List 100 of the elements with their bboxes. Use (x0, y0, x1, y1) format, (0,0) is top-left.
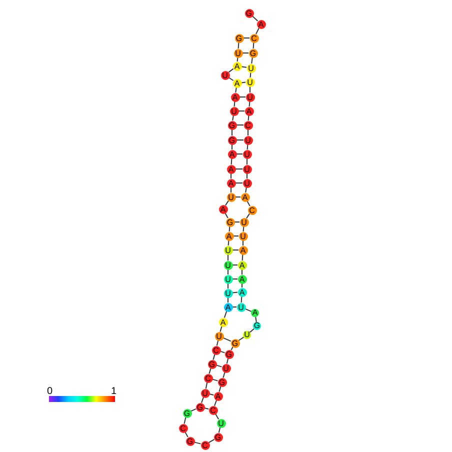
nucleotide-circle: U (242, 150, 252, 158)
nucleotide-circle: A (232, 78, 242, 88)
nucleotide-circle: G (244, 8, 254, 18)
nucleotide-circle: A (238, 288, 246, 296)
scale-tick-label: 1 (111, 387, 117, 397)
base-pair-line (235, 168, 243, 170)
nucleotide-circle: A (244, 106, 254, 116)
nucleotide-circle: U (236, 302, 246, 312)
backbone-line (245, 187, 247, 193)
base-pair-line (239, 96, 246, 98)
nucleotide-circle: A (226, 178, 236, 188)
nucleotide-circle: A (224, 232, 234, 240)
nucleotide-circle: A (238, 246, 248, 254)
nucleotide-circle: U (240, 218, 248, 226)
nucleotide-circle: G (228, 120, 236, 130)
nucleotide-circle: U (224, 274, 232, 284)
backbone-line (234, 101, 236, 107)
nucleotide-circle: U (246, 64, 256, 72)
nucleotide-circle: C (248, 206, 256, 214)
nucleotide-circle: G (253, 322, 261, 330)
nucleotide-circle: U (216, 418, 226, 428)
nucleotide-circle: U (220, 70, 230, 80)
nucleotide-circle: C (204, 374, 212, 382)
backbone-line (232, 115, 234, 121)
backbone-line (235, 87, 237, 93)
nucleotide-circle: U (244, 136, 252, 144)
nucleotide-circle: U (246, 78, 254, 86)
nucleotide-circle: U (246, 92, 254, 102)
nucleotide-circle: G (218, 378, 226, 386)
nucleotide-circle: A (256, 20, 266, 28)
backbone-line (205, 382, 208, 390)
backbone-line (246, 144, 248, 150)
nucleotide-circle: C (212, 346, 220, 354)
nucleotide-circle: G (226, 218, 234, 226)
backbone-line (230, 173, 232, 179)
backbone-line (225, 200, 229, 206)
nucleotide-circle: C (208, 406, 218, 414)
nucleotide-circle: G (208, 360, 216, 368)
backbone-line (228, 240, 230, 246)
nucleotide-circle: U (230, 106, 238, 116)
base-pair-line (235, 182, 243, 184)
backbone-line (248, 101, 250, 107)
nucleotide-circle: A (226, 164, 236, 174)
base-pair-line (232, 292, 238, 294)
backbone-line (248, 115, 250, 121)
base-pair-line (242, 52, 249, 54)
nucleotide-circle: C (178, 424, 188, 432)
nucleotide-circle: A (251, 309, 259, 317)
base-pair-line (232, 278, 238, 280)
nucleotide-circle: G (196, 402, 204, 412)
nucleotide-circle: C (200, 440, 210, 450)
backbone-line (242, 240, 244, 246)
backbone-line (190, 408, 196, 412)
nucleotide-circle: A (218, 204, 228, 214)
nucleotide-circle: G (186, 436, 194, 446)
nucleotide-circle: G (230, 338, 240, 348)
nucleotide-circle: U (242, 178, 252, 188)
backbone-line (228, 226, 230, 232)
backbone-line (230, 187, 232, 193)
backbone-line (201, 396, 204, 404)
backbone-line (252, 42, 254, 49)
backbone-line (255, 316, 257, 322)
backbone-line (242, 254, 244, 261)
base-pair-line (235, 196, 241, 198)
scale-tick-label: 0 (47, 387, 53, 397)
nucleotide-circle: U (238, 232, 248, 240)
nucleotide-circle: U (200, 388, 210, 398)
nucleotide-circle: A (228, 150, 236, 158)
nucleotide-circle: A (238, 260, 246, 270)
nucleotide-circle: G (214, 432, 222, 442)
backbone-line (214, 400, 217, 406)
backbone-line (238, 42, 240, 49)
nucleotide-circle: A (232, 62, 242, 70)
nucleotide-circle: A (230, 92, 240, 102)
base-pair-line (232, 264, 238, 266)
nucleotide-circle: U (214, 332, 224, 340)
nucleotide-circle: G (224, 350, 234, 358)
nucleotide-circle: U (224, 260, 232, 270)
backbone-line (246, 173, 248, 179)
backbone-line (246, 158, 248, 165)
nucleotide-circle: C (244, 120, 252, 130)
nucleotide-circle: A (238, 274, 246, 284)
nucleotide-circle: U (224, 246, 232, 254)
backbone-line (252, 16, 258, 22)
nucleotide-circle: U (242, 164, 252, 174)
nucleotide-circle: A (214, 392, 222, 400)
nucleotide-circle: U (224, 288, 232, 298)
nucleotide-circle: A (224, 302, 232, 312)
backbone-line (250, 72, 252, 78)
backbone-line (246, 213, 250, 219)
nucleotide-circle: G (234, 34, 244, 42)
base-pair-line (241, 66, 247, 68)
nucleotide-circle: C (250, 34, 258, 42)
backbone-line (250, 328, 254, 333)
nucleotide-circle: A (240, 192, 250, 202)
base-pair-line (238, 110, 245, 112)
backbone-line (230, 158, 232, 165)
nucleotide-circle: U (222, 364, 230, 372)
backbone-line (224, 310, 228, 318)
nucleotide-circle: A (218, 318, 228, 326)
